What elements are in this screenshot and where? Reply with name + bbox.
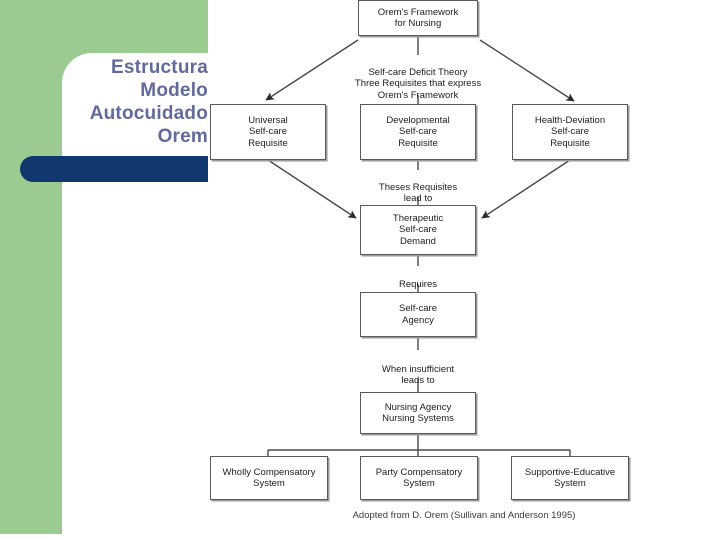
line-framework-to-universal [265,39,359,101]
diagram-connectors [265,36,575,456]
white-title-backdrop [62,53,212,168]
connector-label-requires-text: Requires [398,278,438,290]
orem-model-diagram: Orem's Framework for Nursing Self-care D… [208,0,720,540]
node-therapeutic-label: Therapeutic Self-care Demand [392,212,444,247]
node-universal-self-care-requisite[interactable]: Universal Self-care Requisite [210,104,326,160]
node-self-care-agency[interactable]: Self-care Agency [360,292,476,337]
node-developmental-label: Developmental Self-care Requisite [386,114,450,149]
page-title: Estructura Modelo Autocuidado Orem [40,56,208,148]
node-supportive-educative-system[interactable]: Supportive-Educative System [511,456,629,500]
title-line-3: Autocuidado [89,103,208,124]
node-health-deviation-self-care-requisite[interactable]: Health-Deviation Self-care Requisite [512,104,628,160]
node-universal-label: Universal Self-care Requisite [248,114,288,149]
line-health-deviation-to-therapeutic [481,159,571,219]
node-wholly-compensatory-system[interactable]: Wholly Compensatory System [210,456,328,500]
node-wholly-label: Wholly Compensatory System [222,466,316,490]
node-nursing-agency-label: Nursing Agency Nursing Systems [382,401,454,425]
connector-label-requires: Requires [363,267,473,290]
connector-label-when-insufficient: When insufficient leads to [348,352,488,387]
node-orems-framework-label: Orem's Framework for Nursing [377,6,459,30]
node-nursing-agency-nursing-systems[interactable]: Nursing Agency Nursing Systems [360,392,476,434]
node-self-care-agency-label: Self-care Agency [398,303,437,326]
node-therapeutic-self-care-demand[interactable]: Therapeutic Self-care Demand [360,205,476,255]
title-line-4: Orem [157,126,208,147]
title-line-1: Estructura [110,57,208,78]
node-supportive-label: Supportive-Educative System [524,466,616,490]
node-developmental-self-care-requisite[interactable]: Developmental Self-care Requisite [360,104,476,160]
connector-label-lead-to-text: Theses Requisites lead to [378,181,458,205]
title-line-2: Modelo [140,80,208,101]
connector-label-deficit-theory: Self-care Deficit Theory Three Requisite… [328,55,508,101]
line-universal-to-therapeutic [267,159,357,219]
connector-label-deficit-theory-text: Self-care Deficit Theory Three Requisite… [354,66,482,101]
node-party-label: Party Compensatory System [375,466,463,490]
diagram-source-note: Adopted from D. Orem (Sullivan and Ander… [352,510,576,521]
node-party-compensatory-system[interactable]: Party Compensatory System [360,456,478,500]
blue-accent-bar [20,156,208,182]
node-orems-framework[interactable]: Orem's Framework for Nursing [358,0,478,36]
line-framework-to-health-deviation [479,39,575,102]
node-health-deviation-label: Health-Deviation Self-care Requisite [534,114,606,149]
connector-label-when-insufficient-text: When insufficient leads to [381,363,455,387]
white-lower-backdrop [62,182,212,534]
connector-label-lead-to: Theses Requisites lead to [348,170,488,205]
